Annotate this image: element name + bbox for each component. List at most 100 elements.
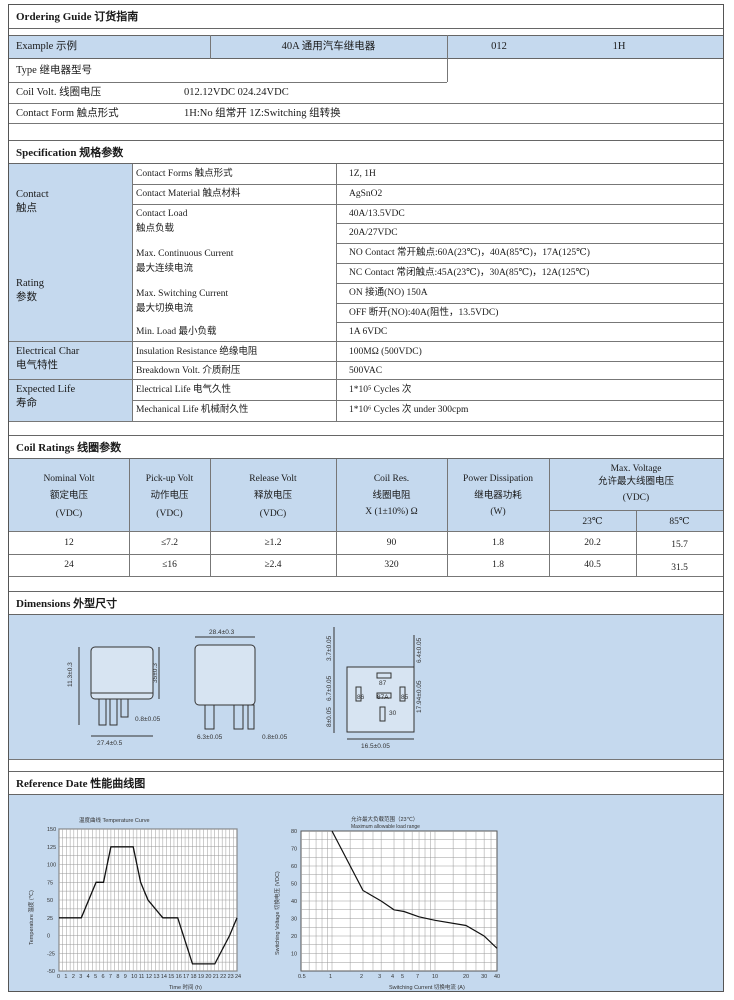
chart1-x-tick-label: 14 [161,974,167,980]
coil-header-row [9,459,723,531]
spec-continuous-current-value-no: NO Contact 常开触点:60A(23℃)，40A(85℃)，17A(12… [349,248,590,258]
group-life-en: Expected Life [16,384,76,395]
chart1-x-tick-label: 8 [116,974,119,980]
chart1-x-tick-label: 18 [191,974,197,980]
coil-header-pickup-en: Pick-up Volt [145,474,194,484]
chart1-x-tick-label: 9 [124,974,127,980]
chart2-y-tick-label: 20 [291,934,297,940]
coil-header-maxvolt-unit: (VDC) [622,493,650,503]
chart1-x-tick-label: 6 [102,974,105,980]
chart2-xlabel: Switching Current 切换电流 (A) [389,983,465,991]
load-range-series-line [331,830,498,949]
coil-header-maxvolt-cn: 允许最大线圈电压 [597,477,674,487]
chart1-y-tick-label: 125 [47,845,56,851]
coil-row2-pickup: ≤16 [162,560,177,570]
spec-insulation-value: 100MΩ (500VDC) [349,347,422,357]
spec-breakdown-value: 500VAC [349,366,383,376]
chart2-title: 允许最大负载范围（23℃） [351,815,418,823]
coil-row1-nominal: 12 [64,538,74,548]
pin-30: 30 [389,710,397,717]
chart1-y-tick-label: 50 [47,898,53,904]
coil-header-nominal-cn: 额定电压 [49,491,88,501]
chart2-y-tick-label: 40 [291,899,297,905]
chart1-y-tick-label: -50 [47,969,55,975]
group-rating-en: Rating [16,278,44,289]
group-contact-en: Contact [16,189,49,200]
chart2-subtitle: Maximum allowable load range [351,824,420,830]
chart2-x-tick-label: 4 [391,974,394,980]
chart2-ylabel: Switching Voltage 切换电压 (VDC) [273,871,281,955]
chart2-y-tick-label: 10 [291,952,297,958]
chart1-x-tick-label: 23 [228,974,234,980]
coil-row2-max23: 40.5 [584,560,601,570]
example-row [9,35,723,59]
spec-continuous-current-value-nc: NC Contact 常闭触点:45A(23℃)，30A(85℃)，12A(12… [349,268,590,278]
example-label: Example 示例 [16,41,77,52]
dim-pin-thickness: 0.8±0.05 [135,716,161,723]
spec-electrical-life-label: Electrical Life 电气久性 [136,385,231,395]
dim-pin-span: 17.94±0.05 [416,680,423,713]
chart1-x-tick-label: 16 [176,974,182,980]
coil-header-maxvolt-en: Max. Voltage [610,464,662,474]
chart1-x-tick-label: 7 [109,974,112,980]
spec-contact-material-label: Contact Material 触点材料 [136,189,241,199]
chart2-y-tick-label: 60 [291,864,297,870]
example-code-voltage: 012 [491,41,507,52]
pin-86: 86 [357,694,365,701]
chart2-x-tick-label: 7 [416,974,419,980]
spec-continuous-current-label-cn: 最大连续电流 [136,264,194,274]
coil-row1-resistance: 90 [386,538,397,548]
spec-electrical-life-value: 1*10⁵ Cycles 次 [349,385,412,395]
spec-mechanical-life-label: Mechanical Life 机械耐久性 [136,405,249,415]
chart1-x-tick-label: 17 [183,974,189,980]
dim-bottom-pitch: 8±0.05 [326,707,333,727]
group-life-cn: 寿命 [16,398,37,409]
spec-breakdown-label: Breakdown Volt. 介质耐压 [136,366,241,376]
coil-header-release-en: Release Volt [249,474,297,484]
coil-header-resistance-unit: X (1±10%) Ω [365,507,418,517]
example-code-form: 1H [612,41,626,52]
chart1-x-tick-label: 5 [94,974,97,980]
spec-group-column [9,164,132,421]
coil-row2-nominal: 24 [64,560,74,570]
chart1-x-tick-label: 3 [79,974,82,980]
coil-header-power-unit: (W) [490,507,506,517]
coil-row1-max85: 15.7 [671,540,688,550]
coil-volt-value: 012.12VDC 024.24VDC [184,87,289,98]
chart1-y-tick-label: -25 [47,951,55,957]
type-label: Type 继电器型号 [16,65,92,76]
example-description: 40A 通用汽车继电器 [281,41,376,52]
chart2-x-tick-label: 30 [481,974,487,980]
chart1-x-tick-label: 0 [57,974,60,980]
chart2-y-tick-label: 70 [291,847,297,853]
coil-header-release-cn: 释放电压 [253,491,292,501]
chart1-y-tick-label: 150 [47,827,56,833]
coil-header-pickup-cn: 动作电压 [150,491,189,501]
chart1-x-tick-label: 10 [131,974,137,980]
spec-min-load-label: Min. Load 最小负载 [136,327,217,337]
coil-header-power-en: Power Dissipation [463,474,533,484]
spec-contact-load-value-1: 40A/13.5VDC [349,209,405,219]
spec-contact-load-label-cn: 触点负载 [136,224,175,234]
chart1-x-tick-label: 20 [205,974,211,980]
coil-row1-release: ≥1.2 [264,538,282,548]
temperature-series-line [59,846,238,965]
dim-left-pitch: 6.7±0.05 [326,675,333,701]
coil-header-resistance-en: Coil Res. [373,474,410,484]
chart1-ylabel: Temperature 温度 (℃) [27,890,35,945]
dim-body-height: 35±0.3 [152,663,159,683]
dim-top-offset: 3.7±0.05 [326,635,333,661]
chart1-x-tick-label: 15 [168,974,174,980]
chart1-x-tick-label: 22 [220,974,226,980]
spec-switching-current-value-off: OFF 断开(NO):40A(阻性，13.5VDC) [349,308,499,318]
chart1-y-tick-label: 0 [47,934,50,940]
reference-heading: Reference Date 性能曲线图 [9,771,723,795]
spec-switching-current-value-on: ON 接通(NO) 150A [349,288,428,298]
coil-header-power-cn: 继电器功耗 [474,491,522,501]
pin-85: 85 [401,694,409,701]
coil-header-pickup-unit: (VDC) [156,509,183,519]
group-electrical-en: Electrical Char [16,346,80,357]
